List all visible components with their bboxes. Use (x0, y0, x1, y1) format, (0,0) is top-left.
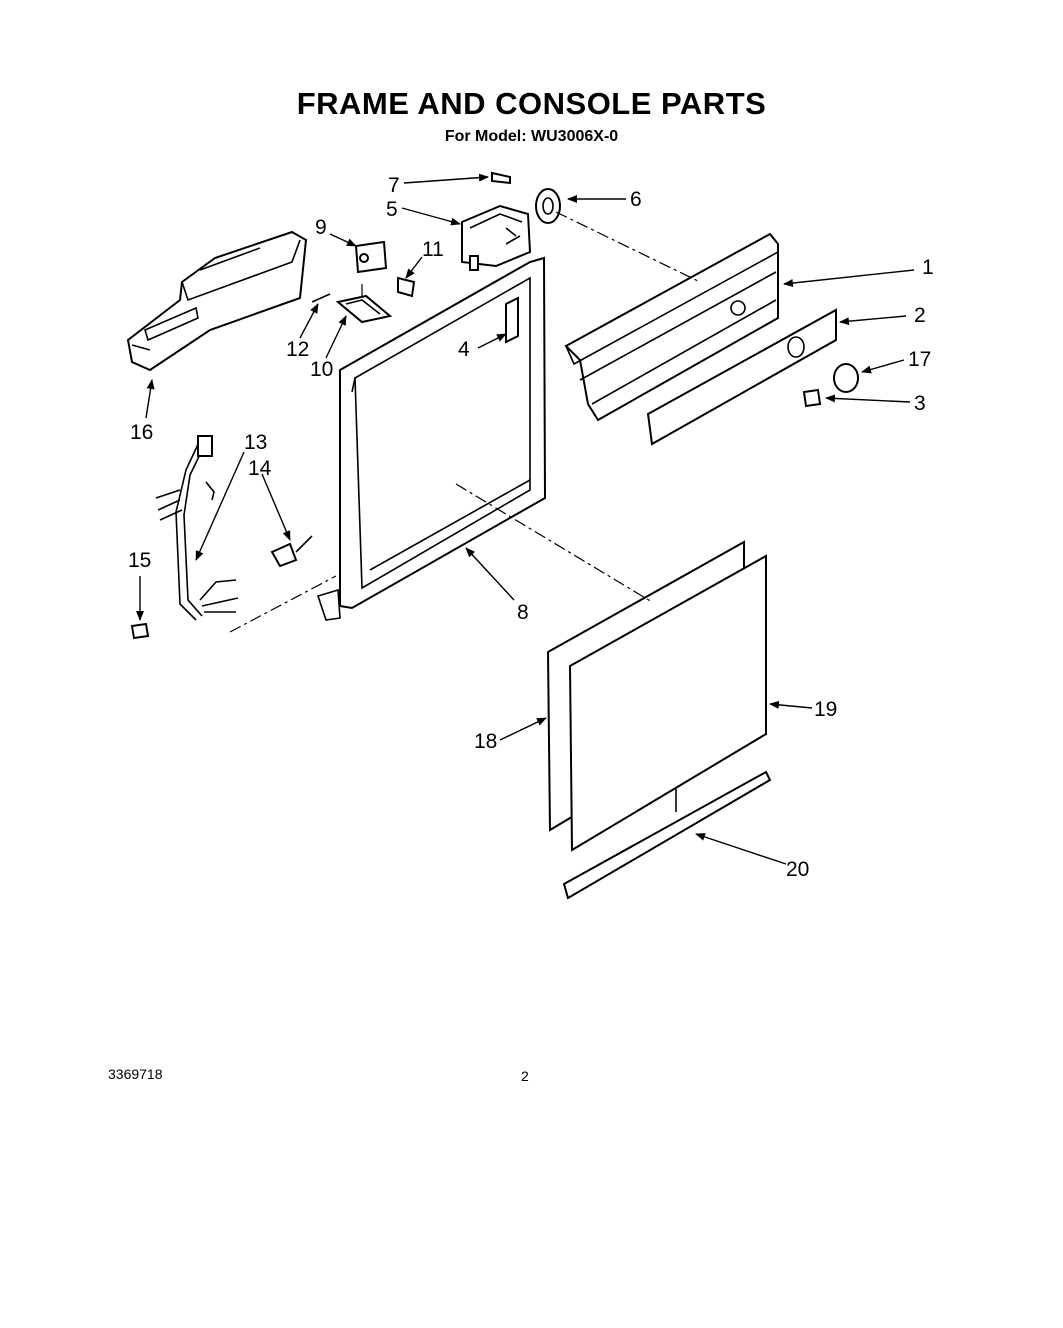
assembly-lines (229, 211, 701, 633)
callout-labels: 1 2 3 4 5 6 7 8 9 10 11 12 13 14 15 16 1… (128, 174, 934, 881)
part-2-console-overlay (646, 308, 837, 446)
callout-20: 20 (786, 858, 809, 881)
document-number: 3369718 (108, 1066, 163, 1082)
callout-18: 18 (474, 730, 497, 753)
part-6-dial (535, 188, 561, 224)
model-subtitle: For Model: WU3006X-0 (444, 128, 619, 145)
callout-14: 14 (248, 457, 272, 480)
part-5-console-control (461, 204, 532, 271)
page-title: FRAME AND CONSOLE PARTS (296, 86, 767, 121)
callout-13: 13 (244, 431, 267, 454)
part-19-inner-panel (568, 554, 767, 852)
part-16-console-housing (126, 230, 308, 372)
part-3-clip (802, 388, 822, 408)
callout-6: 6 (630, 188, 642, 211)
callout-3: 3 (914, 392, 926, 415)
switch-assembly-parts (311, 240, 416, 324)
part-13-wire-harness (155, 435, 239, 621)
callout-5: 5 (386, 198, 398, 221)
callout-12: 12 (286, 338, 309, 361)
page-number: 2 (521, 1068, 529, 1084)
part-17-knob (833, 363, 859, 393)
part-7-screw (491, 171, 511, 185)
callout-15: 15 (128, 549, 151, 572)
callout-8: 8 (517, 601, 529, 624)
callout-7: 7 (388, 174, 400, 197)
callout-10: 10 (310, 358, 333, 381)
callout-11: 11 (422, 238, 444, 261)
callout-19: 19 (814, 698, 837, 721)
leader-lines (136, 173, 915, 865)
callout-1: 1 (922, 256, 934, 279)
part-15-screw (130, 622, 150, 640)
part-20-trim-strip (562, 770, 772, 900)
callout-17: 17 (908, 348, 931, 371)
callout-4: 4 (458, 338, 470, 361)
part-1-console-panel (564, 232, 779, 422)
callout-2: 2 (914, 304, 926, 327)
callout-16: 16 (130, 421, 153, 444)
callout-9: 9 (315, 216, 327, 239)
part-14-connector (270, 535, 313, 568)
part-8-door-frame (316, 256, 547, 621)
